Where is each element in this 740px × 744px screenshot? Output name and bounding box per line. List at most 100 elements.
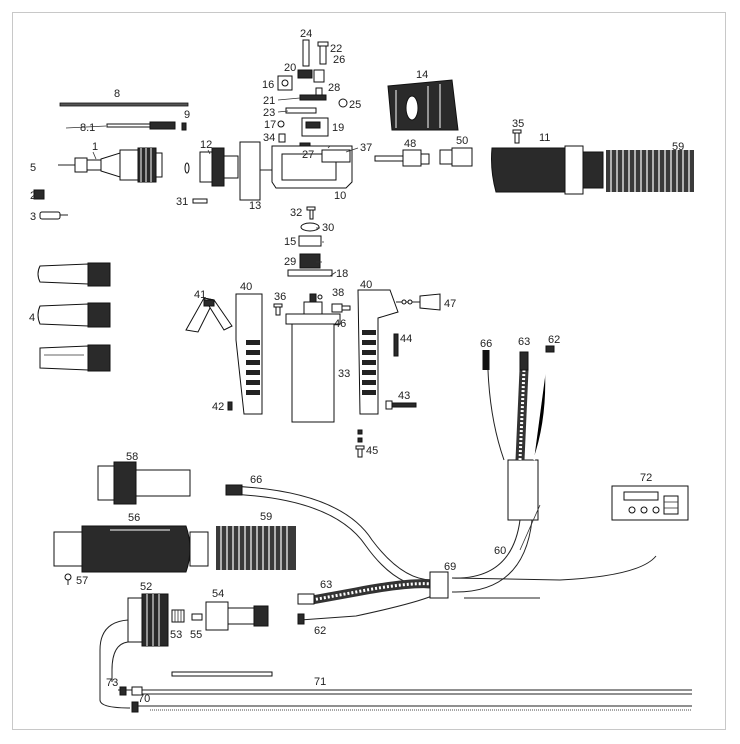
label-54: 54 <box>212 588 224 600</box>
label-34: 34 <box>263 132 275 144</box>
label-56: 56 <box>128 512 140 524</box>
part-59-strain-spring-bottom <box>216 526 296 570</box>
label-47: 47 <box>444 298 456 310</box>
part-58-connector <box>97 461 191 505</box>
label-60: 60 <box>494 545 506 557</box>
label-40-left: 40 <box>240 281 252 293</box>
label-63-bottom: 63 <box>320 579 332 591</box>
label-63-top: 63 <box>518 336 530 348</box>
part-47-cable-plug <box>396 293 441 311</box>
label-17: 17 <box>264 119 276 131</box>
label-42: 42 <box>212 401 224 413</box>
label-46: 46 <box>334 318 346 330</box>
label-72: 72 <box>640 472 652 484</box>
label-25: 25 <box>349 99 361 111</box>
label-28: 28 <box>328 82 340 94</box>
part-44-screw <box>393 333 399 357</box>
part-9-pin <box>181 122 187 131</box>
label-16: 16 <box>262 79 274 91</box>
part-31-screw <box>192 198 208 204</box>
label-23: 23 <box>263 107 275 119</box>
label-26: 26 <box>333 54 345 66</box>
part-3-contact-tip <box>39 211 68 220</box>
label-8: 8 <box>114 88 120 100</box>
label-53: 53 <box>170 629 182 641</box>
part-10-trigger-housing <box>271 145 353 189</box>
label-14: 14 <box>416 69 428 81</box>
label-73: 73 <box>106 677 118 689</box>
label-55: 55 <box>190 629 202 641</box>
label-3: 3 <box>30 211 36 223</box>
part-42-pin <box>227 401 233 411</box>
part-40-handle-half-right <box>357 289 399 415</box>
label-62-top: 62 <box>548 334 560 346</box>
part-34-pin <box>278 133 286 143</box>
part-25-washer <box>338 98 348 108</box>
label-66-bottom: 66 <box>250 474 262 486</box>
part-23-shaft <box>285 107 317 114</box>
part-14-handle-shell <box>387 79 459 131</box>
part-20-block <box>297 69 313 79</box>
part-1-torch-body <box>58 147 163 183</box>
part-72-control-unit <box>611 485 689 521</box>
label-62-bottom: 62 <box>314 625 326 637</box>
part-8-rod <box>59 102 189 107</box>
label-5: 5 <box>30 162 36 174</box>
label-21: 21 <box>263 95 275 107</box>
part-11-rear-handle <box>491 145 604 195</box>
label-1: 1 <box>92 141 98 153</box>
part-22-pin <box>317 41 329 65</box>
part-57-screw <box>64 573 72 585</box>
part-45-screw-set <box>355 429 365 458</box>
part-41-clamp <box>185 297 233 333</box>
part-54-adapter <box>205 601 269 631</box>
label-29: 29 <box>284 256 296 268</box>
part-18-plate <box>287 269 333 277</box>
label-32: 32 <box>290 207 302 219</box>
label-38: 38 <box>332 287 344 299</box>
part-2-nozzle-tip <box>33 189 45 200</box>
label-40-right: 40 <box>360 279 372 291</box>
label-2: 2 <box>30 190 36 202</box>
part-small-oring <box>184 162 190 174</box>
label-41: 41 <box>194 289 206 301</box>
label-10: 10 <box>334 190 346 202</box>
label-52: 52 <box>140 581 152 593</box>
label-36: 36 <box>274 291 286 303</box>
diagram-frame <box>12 12 726 730</box>
label-45: 45 <box>366 445 378 457</box>
part-8-1-brush <box>106 121 176 130</box>
part-56-rear-handle <box>53 525 209 573</box>
part-55-screw <box>191 613 203 621</box>
label-15: 15 <box>284 236 296 248</box>
label-58: 58 <box>126 451 138 463</box>
part-59-strain-spring-top <box>606 150 694 192</box>
part-33-grip <box>285 293 341 423</box>
part-30-ring <box>300 222 320 232</box>
label-31: 31 <box>176 196 188 208</box>
label-43: 43 <box>398 390 410 402</box>
part-38-pin <box>317 294 323 300</box>
part-24-pin <box>302 39 310 67</box>
bottom-cables <box>99 619 692 713</box>
part-32-screw <box>306 206 316 220</box>
label-69: 69 <box>444 561 456 573</box>
part-46-fitting <box>331 303 351 313</box>
part-17-washer <box>277 120 285 128</box>
label-35: 35 <box>512 118 524 130</box>
label-37: 37 <box>360 142 372 154</box>
label-70: 70 <box>138 693 150 705</box>
part-4-nozzle-set <box>37 262 111 372</box>
part-50-nut <box>439 147 473 167</box>
label-12: 12 <box>200 139 212 151</box>
label-11: 11 <box>539 132 550 144</box>
callout-labels: 1 2 3 4 5 8 8.1 9 10 11 12 13 14 15 16 1… <box>29 28 684 705</box>
part-40-handle-half-left <box>235 293 263 415</box>
label-20: 20 <box>284 62 296 74</box>
label-24: 24 <box>300 28 312 40</box>
part-36-screw <box>273 303 283 316</box>
label-8-1: 8.1 <box>80 122 95 134</box>
label-30: 30 <box>322 222 334 234</box>
